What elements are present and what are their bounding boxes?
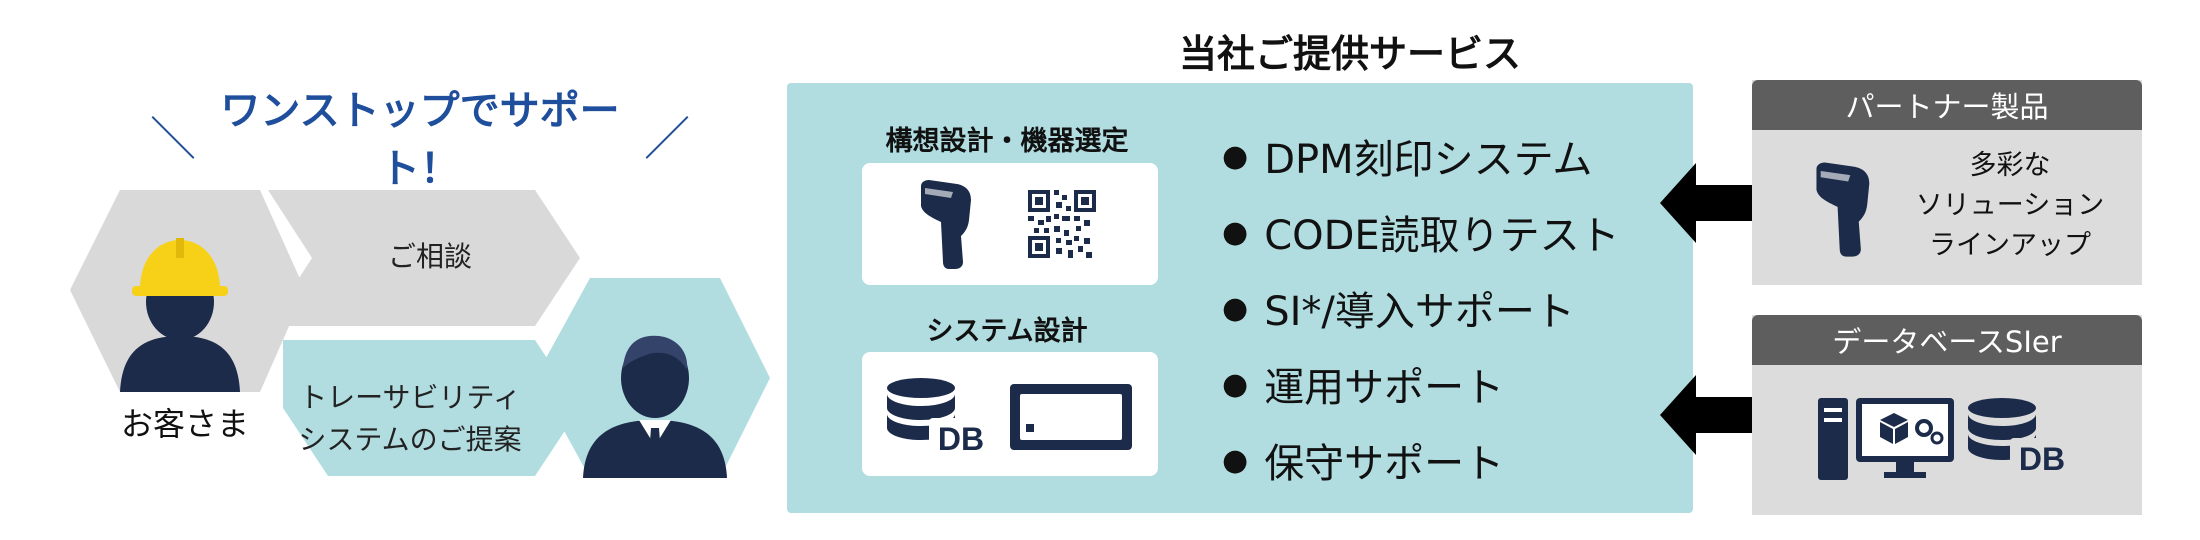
- partner-header: パートナー製品: [1752, 80, 2142, 130]
- worker-icon: [120, 238, 240, 392]
- reader-device-icon: [1010, 384, 1132, 450]
- database-header: データベースSIer: [1752, 315, 2142, 365]
- proposal-label-line1: トレーサビリティ: [299, 381, 521, 414]
- service-item-label: 保守サポート: [1264, 441, 1505, 487]
- service-item: ●運用サポート: [1222, 346, 1682, 422]
- service-item-label: DPM刻印システム: [1264, 137, 1593, 183]
- service-item: ●CODE読取りテスト: [1222, 194, 1682, 270]
- database-icon-text: DB: [2019, 441, 2065, 477]
- tagline-slash-right: ／: [644, 112, 690, 166]
- proposal-label-line2: システムのご提案: [298, 423, 522, 456]
- customer-label: お客さま: [120, 405, 249, 443]
- partner-desc-line3: ラインアップ: [1929, 230, 2091, 261]
- service-item-label: SI*/導入サポート: [1264, 289, 1575, 335]
- staff-icon: [583, 335, 727, 478]
- database-icon-text: DB: [938, 421, 984, 457]
- system-design-label: システム設計: [926, 315, 1088, 347]
- database-icon: DB: [887, 378, 993, 457]
- partner-desc-line1: 多彩な: [1969, 150, 2051, 181]
- service-item-label: 運用サポート: [1264, 365, 1505, 411]
- proposal-label: トレーサビリティ システムのご提案: [290, 364, 530, 474]
- services-title: 当社ご提供サービス: [1178, 31, 1521, 76]
- database-icon: DB: [1968, 398, 2074, 477]
- service-item: ●SI*/導入サポート: [1222, 270, 1682, 346]
- service-item: ●保守サポート: [1222, 422, 1682, 498]
- concept-label: 構想設計・機器選定: [885, 125, 1129, 157]
- service-item: ●DPM刻印システム: [1222, 118, 1682, 194]
- consultation-arrow: [268, 190, 580, 326]
- tagline-slash-left: ＼: [150, 112, 196, 166]
- tagline: ＼ ワンストップでサポート！ ／: [150, 88, 690, 192]
- service-item-label: CODE読取りテスト: [1264, 213, 1620, 259]
- computer-icon: [1818, 398, 1954, 480]
- partner-description: 多彩な ソリューション ラインアップ: [1900, 146, 2120, 266]
- barcode-scanner-icon: [921, 180, 971, 269]
- qr-code-icon: [1028, 190, 1096, 258]
- tagline-text: ワンストップでサポート！: [220, 88, 620, 192]
- partner-desc-line2: ソリューション: [1915, 190, 2105, 221]
- concept-card: [862, 163, 1158, 285]
- consultation-label: ご相談: [387, 240, 472, 273]
- proposal-arrow: [283, 340, 580, 476]
- service-list: ●DPM刻印システム ●CODE読取りテスト ●SI*/導入サポート ●運用サポ…: [1222, 118, 1682, 498]
- barcode-scanner-icon: [1816, 162, 1870, 257]
